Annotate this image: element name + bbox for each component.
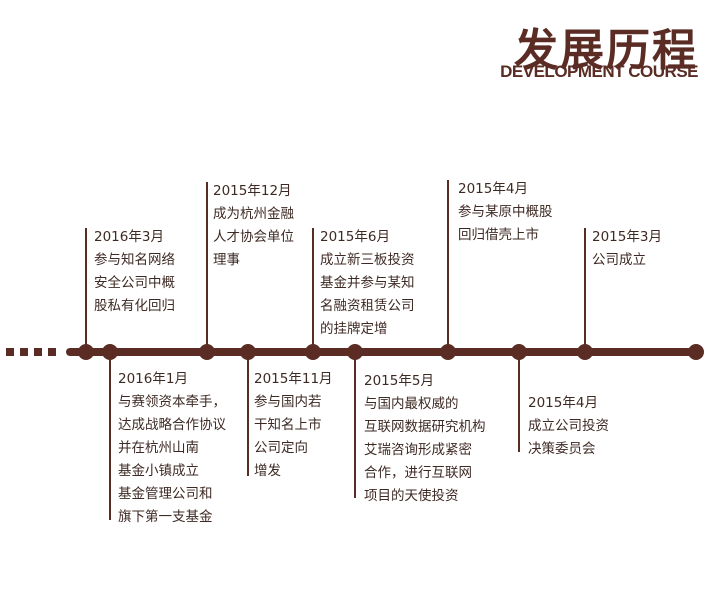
event-label: 2015年6月 成立新三板投资 基金并参与某知 名融资租赁公司 的挂牌定增 [320, 226, 415, 341]
timeline-dot [102, 344, 118, 360]
event-date: 2015年5月 [364, 373, 434, 389]
axis-dash [20, 348, 28, 356]
timeline-dot [78, 344, 94, 360]
timeline-stem [109, 352, 111, 520]
event-label: 2016年3月 参与知名网络 安全公司中概 股私有化回归 [94, 226, 175, 318]
timeline-stem [206, 182, 208, 352]
event-text: 与国内最权威的 互联网数据研究机构 艾瑞咨询形成紧密 合作，进行互联网 项目的天… [364, 396, 486, 504]
event-text: 参与国内若 干知名上市 公司定向 增发 [254, 394, 322, 479]
event-date: 2015年4月 [528, 395, 598, 411]
page-title: 发展历程 [514, 25, 698, 76]
timeline-stem [584, 228, 586, 352]
axis-dash [48, 348, 56, 356]
timeline-dot [240, 344, 256, 360]
event-label: 2015年4月 成立公司投资 决策委员会 [528, 392, 609, 461]
event-text: 成立公司投资 决策委员会 [528, 418, 609, 457]
timeline-dot [305, 344, 321, 360]
timeline-stem [247, 352, 249, 476]
event-date: 2015年11月 [254, 371, 333, 387]
timeline-axis [66, 348, 696, 356]
event-label: 2015年4月 参与某原中概股 回归借壳上市 [458, 178, 553, 247]
timeline-dot [577, 344, 593, 360]
event-label: 2015年11月 参与国内若 干知名上市 公司定向 增发 [254, 368, 333, 483]
timeline-dot [347, 344, 363, 360]
event-date: 2015年3月 [592, 229, 662, 245]
timeline-stem [312, 228, 314, 352]
event-label: 2015年12月 成为杭州金融 人才协会单位 理事 [213, 180, 294, 272]
timeline-dot [511, 344, 527, 360]
event-label: 2015年5月 与国内最权威的 互联网数据研究机构 艾瑞咨询形成紧密 合作，进行… [364, 370, 486, 508]
event-text: 与赛领资本牵手， 达成战略合作协议 并在杭州山南 基金小镇成立 基金管理公司和 … [118, 394, 226, 525]
event-date: 2016年3月 [94, 229, 164, 245]
timeline-dot [440, 344, 456, 360]
timeline-stem [518, 352, 520, 452]
event-text: 参与知名网络 安全公司中概 股私有化回归 [94, 252, 175, 314]
event-text: 参与某原中概股 回归借壳上市 [458, 204, 553, 243]
page-subtitle: DEVELOPMENT COURSE [500, 62, 698, 81]
event-text: 公司成立 [592, 252, 646, 268]
event-label: 2015年3月 公司成立 [592, 226, 662, 272]
event-date: 2015年4月 [458, 181, 528, 197]
event-date: 2015年6月 [320, 229, 390, 245]
timeline-stem [354, 352, 356, 498]
timeline-stem [85, 228, 87, 352]
event-date: 2016年1月 [118, 371, 188, 387]
timeline-dot [199, 344, 215, 360]
event-text: 成立新三板投资 基金并参与某知 名融资租赁公司 的挂牌定增 [320, 252, 415, 337]
timeline-end-dot [688, 344, 704, 360]
axis-dash [34, 348, 42, 356]
axis-dash [6, 348, 14, 356]
timeline-stem [447, 180, 449, 352]
event-text: 成为杭州金融 人才协会单位 理事 [213, 206, 294, 268]
event-label: 2016年1月 与赛领资本牵手， 达成战略合作协议 并在杭州山南 基金小镇成立 … [118, 368, 226, 529]
event-date: 2015年12月 [213, 183, 292, 199]
